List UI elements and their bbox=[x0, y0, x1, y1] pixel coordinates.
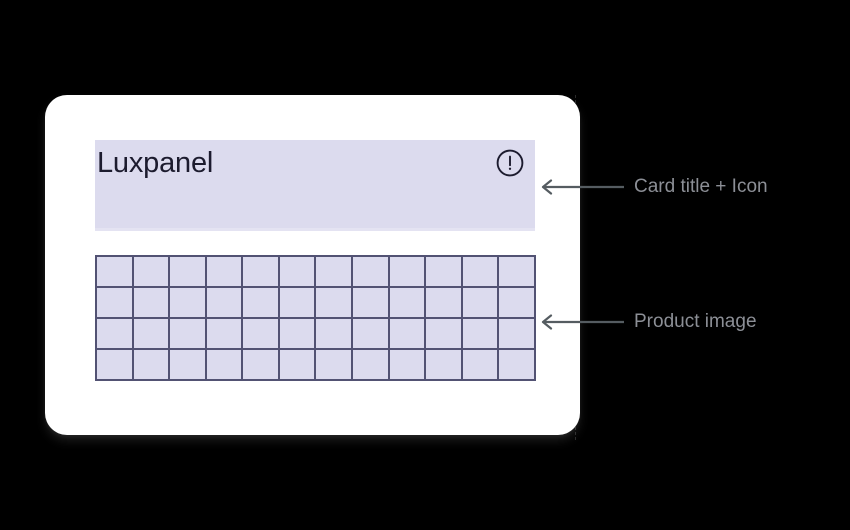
grid-cell bbox=[389, 288, 425, 317]
grid-cell bbox=[206, 350, 242, 379]
left-arrow-icon bbox=[536, 314, 624, 330]
left-arrow-icon bbox=[536, 179, 624, 195]
grid-cell bbox=[133, 350, 169, 379]
card-title-band: Luxpanel bbox=[95, 140, 535, 231]
grid-cell bbox=[97, 350, 132, 379]
annotation-product-image: Product image bbox=[536, 312, 757, 332]
grid-cell bbox=[279, 350, 315, 379]
grid-cell bbox=[97, 257, 132, 286]
grid-cell bbox=[206, 319, 242, 348]
grid-cell bbox=[462, 350, 498, 379]
grid-cell bbox=[206, 257, 242, 286]
grid-cell bbox=[426, 257, 461, 286]
grid-cell bbox=[499, 350, 534, 379]
grid-cell bbox=[243, 350, 278, 379]
grid-cell bbox=[133, 257, 169, 286]
card-content: Luxpanel bbox=[45, 95, 580, 435]
product-card[interactable]: Luxpanel bbox=[45, 95, 580, 435]
grid-cell bbox=[170, 319, 205, 348]
product-image-grid[interactable] bbox=[95, 255, 536, 381]
grid-cell bbox=[133, 288, 169, 317]
grid-cell bbox=[279, 257, 315, 286]
grid-cell bbox=[426, 319, 461, 348]
grid-cell bbox=[426, 288, 461, 317]
annotation-product-image-label: Product image bbox=[634, 311, 757, 332]
grid-cell bbox=[353, 350, 388, 379]
grid-cell bbox=[353, 319, 388, 348]
grid-cell bbox=[389, 319, 425, 348]
grid-cell bbox=[499, 257, 534, 286]
grid-cell bbox=[243, 257, 278, 286]
grid-cell bbox=[462, 257, 498, 286]
grid-cell bbox=[170, 350, 205, 379]
grid-cell bbox=[389, 257, 425, 286]
grid-cell bbox=[97, 319, 132, 348]
grid-cell bbox=[426, 350, 461, 379]
grid-cell bbox=[170, 288, 205, 317]
grid-cell bbox=[353, 288, 388, 317]
annotation-card-title: Card title + Icon bbox=[536, 177, 768, 197]
grid-cell bbox=[462, 319, 498, 348]
grid-cell bbox=[243, 319, 278, 348]
grid-cell bbox=[499, 319, 534, 348]
grid-cell bbox=[133, 319, 169, 348]
exclamation-circle-icon[interactable] bbox=[495, 148, 525, 178]
grid-cell bbox=[170, 257, 205, 286]
grid-cell bbox=[279, 319, 315, 348]
grid-cell bbox=[353, 257, 388, 286]
grid-cell bbox=[206, 288, 242, 317]
annotation-card-title-label: Card title + Icon bbox=[634, 176, 768, 197]
grid-cell bbox=[316, 350, 352, 379]
grid-cell bbox=[389, 350, 425, 379]
grid-cell bbox=[316, 319, 352, 348]
grid-cell bbox=[279, 288, 315, 317]
grid-cell bbox=[243, 288, 278, 317]
card-title-text: Luxpanel bbox=[97, 147, 214, 179]
grid-cell bbox=[316, 288, 352, 317]
grid-cell bbox=[499, 288, 534, 317]
grid-cell bbox=[462, 288, 498, 317]
grid-cell bbox=[316, 257, 352, 286]
grid-cell bbox=[97, 288, 132, 317]
